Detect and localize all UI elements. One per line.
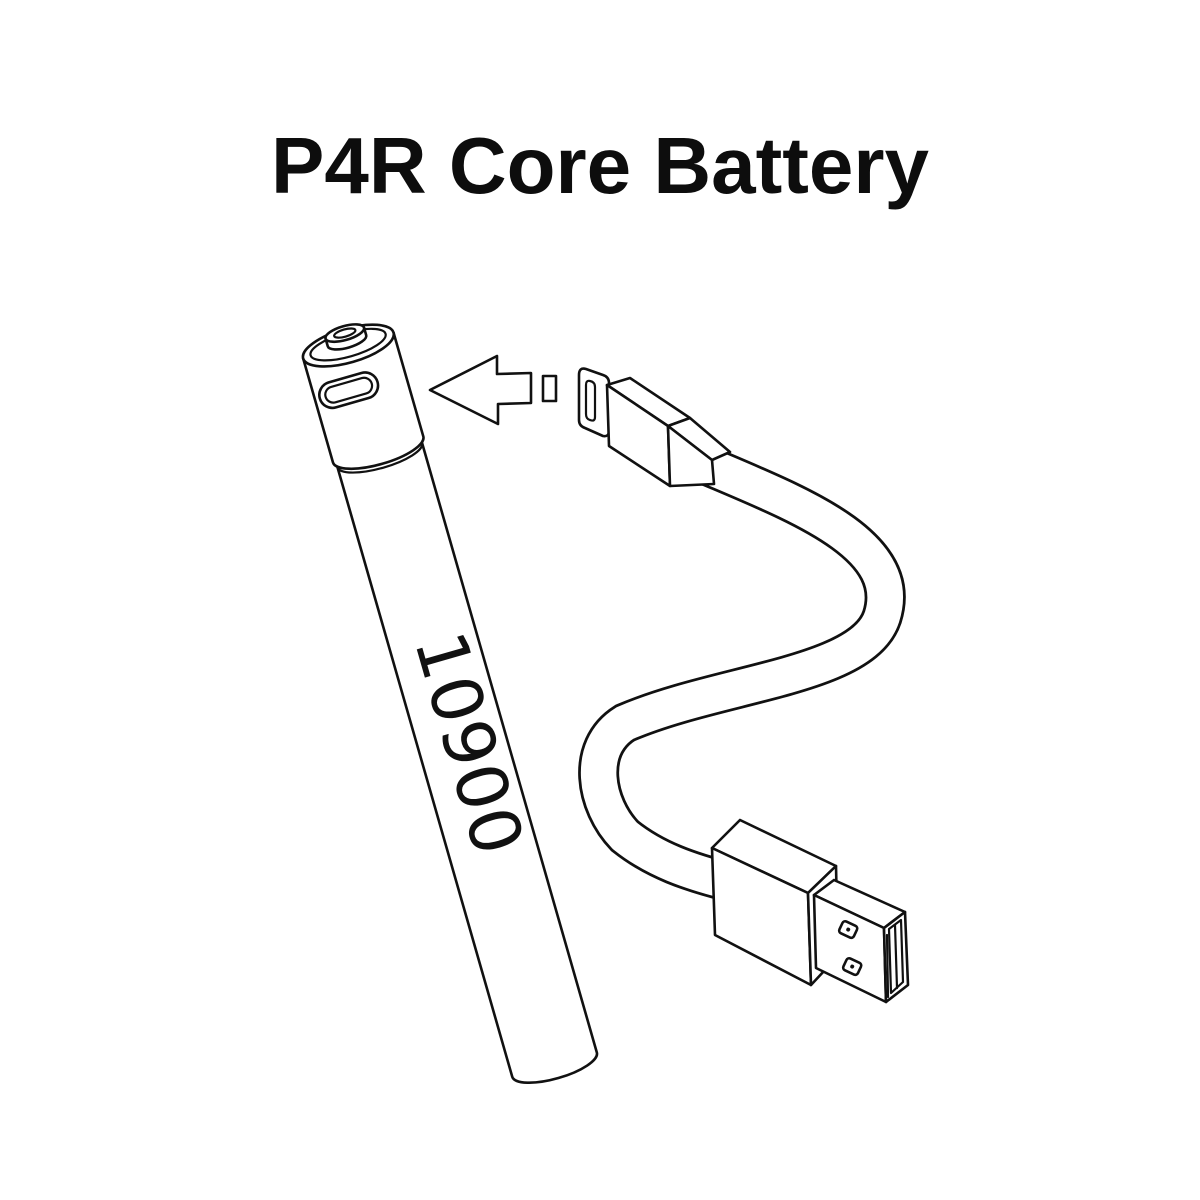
battery-contact-center: [333, 327, 357, 339]
usb-c-strain-relief-front: [666, 424, 716, 488]
usb-cable-icon: [577, 367, 910, 1004]
usb-a-hole-upper-dot: [846, 927, 851, 932]
battery-charging-port: [318, 371, 380, 410]
usb-a-plug-icon: [710, 818, 910, 1004]
cable-body: [580, 448, 903, 900]
battery-collar-line: [336, 441, 424, 474]
battery-icon: 10900: [301, 323, 599, 1085]
arrow-head-shaft: [428, 354, 533, 426]
usb-a-shell-edge-line: [885, 933, 890, 999]
usb-a-shell-insert-line: [893, 923, 899, 990]
usb-a-shell-insert: [887, 918, 905, 995]
usb-a-hole-lower: [841, 956, 863, 977]
page-title: P4R Core Battery: [271, 121, 930, 210]
usb-c-plug-icon: [577, 367, 732, 488]
usb-c-tip-opening: [584, 379, 597, 422]
arrow-tail-dash: [541, 374, 558, 403]
usb-a-hole-lower-dot: [850, 964, 855, 969]
battery-body: [336, 441, 599, 1085]
usb-a-hole-upper: [837, 919, 859, 940]
arrow-left-icon: [428, 354, 558, 426]
battery-charging-port-inner: [324, 376, 374, 404]
